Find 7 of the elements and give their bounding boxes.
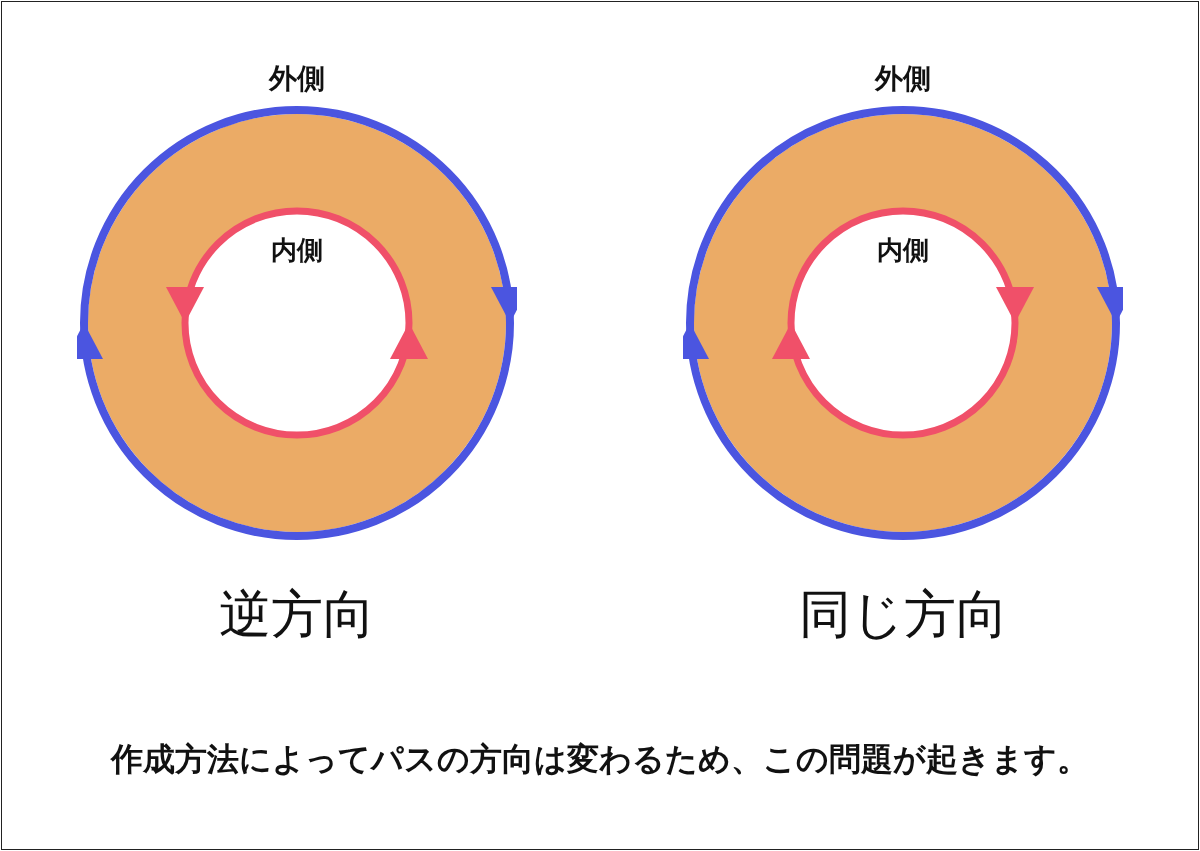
outer-label: 外側: [875, 61, 931, 97]
caption: 作成方法によってパスの方向は変わるため、この問題が起きます。: [111, 739, 1089, 780]
inner-label: 内側: [877, 234, 929, 267]
direction-title: 逆方向: [219, 583, 375, 646]
direction-title: 同じ方向: [798, 583, 1008, 646]
outer-label: 外側: [269, 61, 325, 97]
inner-label: 内側: [271, 234, 323, 267]
